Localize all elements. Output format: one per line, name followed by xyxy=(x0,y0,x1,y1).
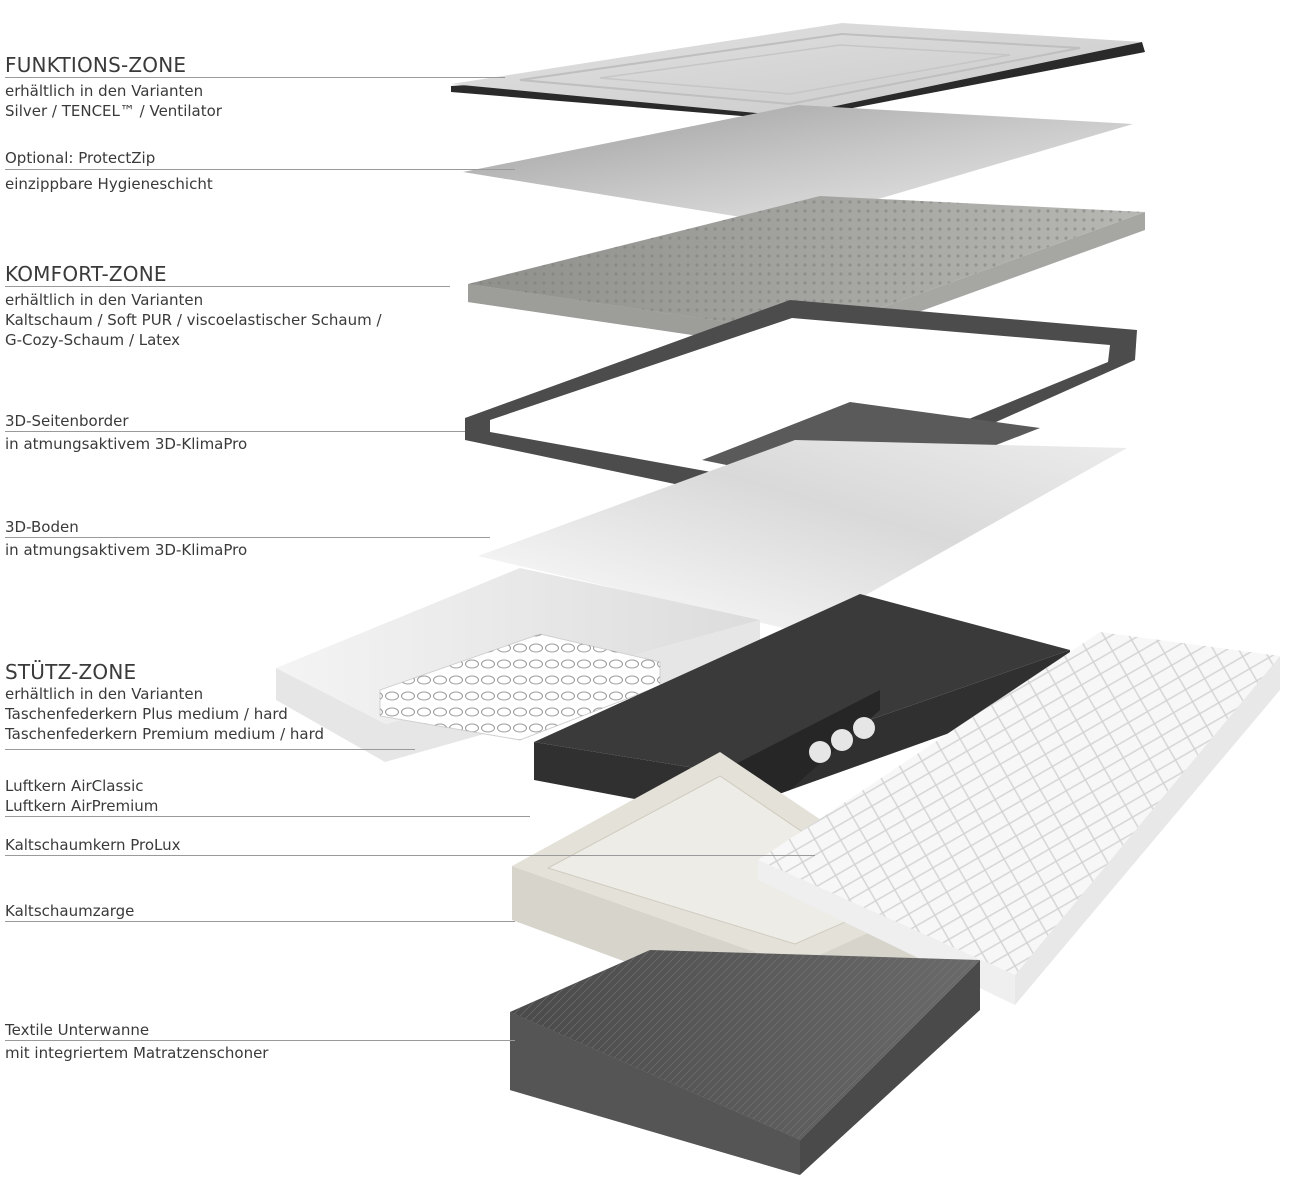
leader-funktion xyxy=(5,77,505,78)
leader-komfort xyxy=(5,286,450,287)
stuetz-zone-heading: STÜTZ-ZONE xyxy=(5,660,137,684)
protectzip-line-2: einzippbare Hygieneschicht xyxy=(5,175,213,193)
komfort-zone-line-1: erhältlich in den Varianten xyxy=(5,291,204,309)
komfort-zone-line-3: G-Cozy-Schaum / Latex xyxy=(5,331,181,349)
seitenborder-line-2: in atmungsaktivem 3D-KlimaPro xyxy=(5,435,248,453)
leader-stuetz xyxy=(5,749,415,750)
funktions-zone-layer xyxy=(451,23,1145,120)
funktions-zone-line-2: Silver / TENCEL™ / Ventilator xyxy=(5,102,222,120)
komfort-zone-heading: KOMFORT-ZONE xyxy=(5,262,167,286)
leader-luftkern xyxy=(5,816,530,817)
komfort-zone-line-2: Kaltschaum / Soft PUR / viscoelastischer… xyxy=(5,311,382,329)
label-zarge: Kaltschaumzarge xyxy=(5,901,134,921)
label-unterwanne: Textile Unterwanne mit integriertem Matr… xyxy=(5,1020,268,1063)
leader-boden xyxy=(5,537,490,538)
unterwanne-line-2: mit integriertem Matratzenschoner xyxy=(5,1044,269,1062)
leader-seitenborder xyxy=(5,431,465,432)
kaltschaumkern-line-1: Kaltschaumkern ProLux xyxy=(5,836,181,854)
unterwanne-layer xyxy=(510,950,980,1175)
label-seitenborder: 3D-Seitenborder in atmungsaktivem 3D-Kli… xyxy=(5,411,247,454)
zarge-line-1: Kaltschaumzarge xyxy=(5,902,135,920)
unterwanne-line-1: Textile Unterwanne xyxy=(5,1021,150,1039)
boden-line-2: in atmungsaktivem 3D-KlimaPro xyxy=(5,541,248,559)
stuetz-zone-line-2: Taschenfederkern Plus medium / hard xyxy=(5,705,288,723)
leader-unterwanne xyxy=(5,1040,515,1041)
protectzip-layer xyxy=(463,105,1133,225)
label-funktions-zone: FUNKTIONS-ZONE erhältlich in den Variant… xyxy=(5,53,222,121)
luftkern-line-2: Luftkern AirPremium xyxy=(5,797,159,815)
boden-layer xyxy=(478,440,1127,632)
leader-protectzip xyxy=(5,169,515,170)
leader-zarge xyxy=(5,921,515,922)
label-boden: 3D-Boden in atmungsaktivem 3D-KlimaPro xyxy=(5,517,247,560)
stuetz-zone-line-1: erhältlich in den Varianten xyxy=(5,685,204,703)
label-komfort-zone: KOMFORT-ZONE erhältlich in den Varianten… xyxy=(5,262,382,350)
label-stuetz-zone: STÜTZ-ZONE erhältlich in den Varianten T… xyxy=(5,660,324,744)
boden-line-1: 3D-Boden xyxy=(5,518,79,536)
funktions-zone-heading: FUNKTIONS-ZONE xyxy=(5,53,187,77)
seitenborder-line-1: 3D-Seitenborder xyxy=(5,412,129,430)
stuetz-zone-layer xyxy=(276,568,760,762)
label-luftkern: Luftkern AirClassic Luftkern AirPremium xyxy=(5,776,158,816)
stuetz-zone-line-3: Taschenfederkern Premium medium / hard xyxy=(5,725,325,743)
label-kaltschaumkern: Kaltschaumkern ProLux xyxy=(5,835,181,855)
protectzip-line-1: Optional: ProtectZip xyxy=(5,149,156,167)
luftkern-line-1: Luftkern AirClassic xyxy=(5,777,144,795)
label-protectzip: Optional: ProtectZip einzippbare Hygiene… xyxy=(5,148,213,194)
funktions-zone-line-1: erhältlich in den Varianten xyxy=(5,82,204,100)
leader-kaltschaumkern xyxy=(5,855,815,856)
